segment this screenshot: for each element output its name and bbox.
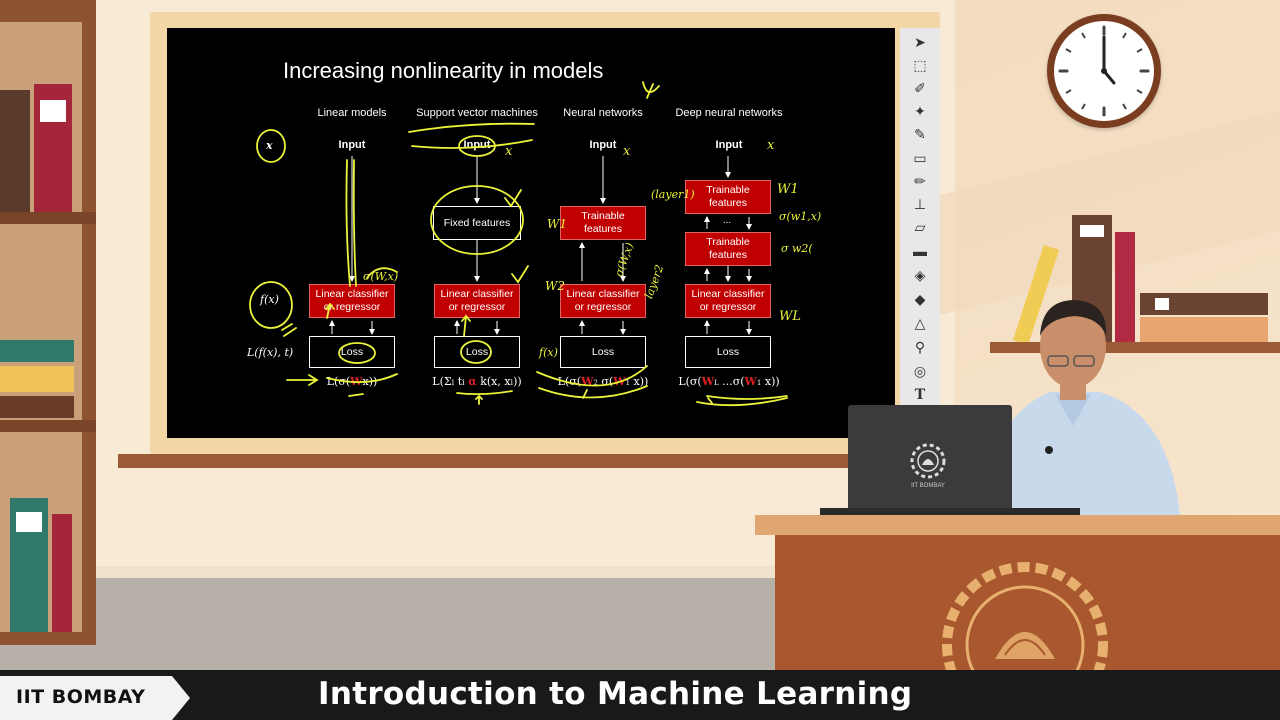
loss-function-label: L(f(x), t)	[247, 346, 294, 359]
marquee-tool-icon[interactable]: ⬚	[913, 57, 927, 73]
bucket-tool-icon[interactable]: ◈	[914, 267, 926, 283]
lasso-tool-icon[interactable]: ✐	[914, 80, 926, 96]
note-w1-deep: W1	[777, 182, 799, 197]
laptop-logo-text: IIT BOMBAY	[911, 483, 945, 489]
eraser-tool-icon[interactable]: ▱	[914, 219, 926, 235]
column-heading-dnn: Deep neural networks	[675, 107, 783, 119]
book	[1115, 232, 1135, 343]
note-sigma-w2: σ w2(	[781, 242, 813, 255]
input-label-svm: Input	[463, 139, 491, 151]
note-sigma-w1x: σ(w1,x)	[779, 210, 821, 223]
shelf-board	[0, 420, 96, 432]
clock-face-icon	[1058, 25, 1150, 117]
note-wl: WL	[779, 309, 801, 324]
gradient-tool-icon[interactable]: ▬	[913, 243, 927, 259]
book-label	[1155, 298, 1169, 310]
fixed-features-box: Fixed features	[433, 206, 521, 240]
formula-dnn: L(σ(WL ...σ(W1 x))	[678, 375, 780, 388]
note-fxt: f(x)	[538, 346, 558, 359]
book	[0, 396, 74, 418]
note-x: x	[767, 138, 775, 153]
column-heading-svm: Support vector machines	[416, 107, 538, 119]
wall-clock	[1047, 14, 1161, 128]
trainable-features-box-2: Trainable features	[685, 232, 771, 266]
book	[1140, 317, 1268, 342]
wall-shelf	[990, 342, 1280, 353]
column-heading-linear: Linear models	[317, 107, 387, 119]
linear-classifier-box: Linear classifier or regressor	[685, 284, 771, 318]
brand-tab	[0, 676, 190, 720]
book	[0, 340, 74, 362]
book	[52, 514, 72, 632]
eyedropper-tool-icon[interactable]: ✎	[914, 126, 926, 142]
move-tool-icon[interactable]: ➤	[914, 34, 926, 50]
laptop-base	[820, 508, 1080, 516]
input-label-nn: Input	[589, 139, 617, 151]
loss-box: Loss	[434, 336, 520, 368]
desk-top	[755, 515, 1280, 535]
loss-box: Loss	[560, 336, 646, 368]
loss-box: Loss	[309, 336, 395, 368]
slide-title: Increasing nonlinearity in models	[283, 58, 604, 83]
book	[0, 366, 74, 392]
book-label	[1080, 225, 1104, 237]
iit-emblem-icon	[942, 562, 1108, 685]
formula-nn: L(σ(W2 σ(W1 x))	[557, 375, 649, 388]
formula-linear: L(σ(Wx))	[326, 375, 378, 388]
column-heading-nn: Neural networks	[563, 107, 643, 119]
input-label-linear: Input	[338, 139, 366, 151]
brush-tool-icon[interactable]: ✏	[914, 173, 926, 189]
book-label	[40, 100, 66, 122]
course-title: Introduction to Machine Learning	[318, 676, 913, 712]
laptop: IIT BOMBAY	[848, 405, 1012, 517]
stamp-tool-icon[interactable]: ⊥	[913, 196, 927, 212]
lecture-slide: Increasing nonlinearity in models Linear…	[167, 28, 895, 438]
drawing-tool-palette: ➤ ⬚ ✐ ✦ ✎ ▭ ✏ ⊥ ▱ ▬ ◈ ◆ △ ⚲ ◎ T	[900, 28, 940, 408]
text-tool-icon[interactable]: T	[914, 387, 926, 403]
ruler-tool-icon[interactable]: ▭	[913, 150, 927, 166]
iit-logo-icon	[910, 443, 946, 479]
brand-label: IIT BOMBAY	[16, 686, 146, 708]
note-sigma-wx: σ(W,x)	[363, 270, 398, 283]
zoom-tool-icon[interactable]: ⚲	[914, 339, 926, 355]
desk-front	[775, 535, 1280, 685]
function-label: f(x)	[260, 293, 279, 306]
layer-ellipsis: ...	[722, 215, 732, 226]
footer-bar	[0, 670, 1280, 720]
linear-classifier-box: Linear classifier or regressor	[309, 284, 395, 318]
triangle-tool-icon[interactable]: △	[914, 315, 926, 331]
input-label-dnn: Input	[715, 139, 743, 151]
formula-svm: L(Σi ti α k(x, xi))	[432, 375, 522, 388]
board-ledge	[118, 454, 848, 468]
loss-box: Loss	[685, 336, 771, 368]
magic-wand-tool-icon[interactable]: ✦	[914, 103, 926, 119]
trainable-features-box: Trainable features	[560, 206, 646, 240]
input-variable-label: x	[266, 139, 273, 152]
book	[0, 90, 30, 212]
linear-classifier-box: Linear classifier or regressor	[434, 284, 520, 318]
shelf-board	[0, 212, 96, 224]
linear-classifier-box: Linear classifier or regressor	[560, 284, 646, 318]
drop-tool-icon[interactable]: ◆	[914, 291, 926, 307]
bookshelf	[0, 0, 96, 645]
note-sigma-w-x: σ(W,x)	[612, 241, 636, 279]
trainable-features-box-1: Trainable features	[685, 180, 771, 214]
book	[1140, 293, 1268, 315]
book-label	[16, 512, 42, 532]
lecturer	[980, 300, 1180, 516]
pen-tool-icon[interactable]: ◎	[913, 363, 927, 379]
